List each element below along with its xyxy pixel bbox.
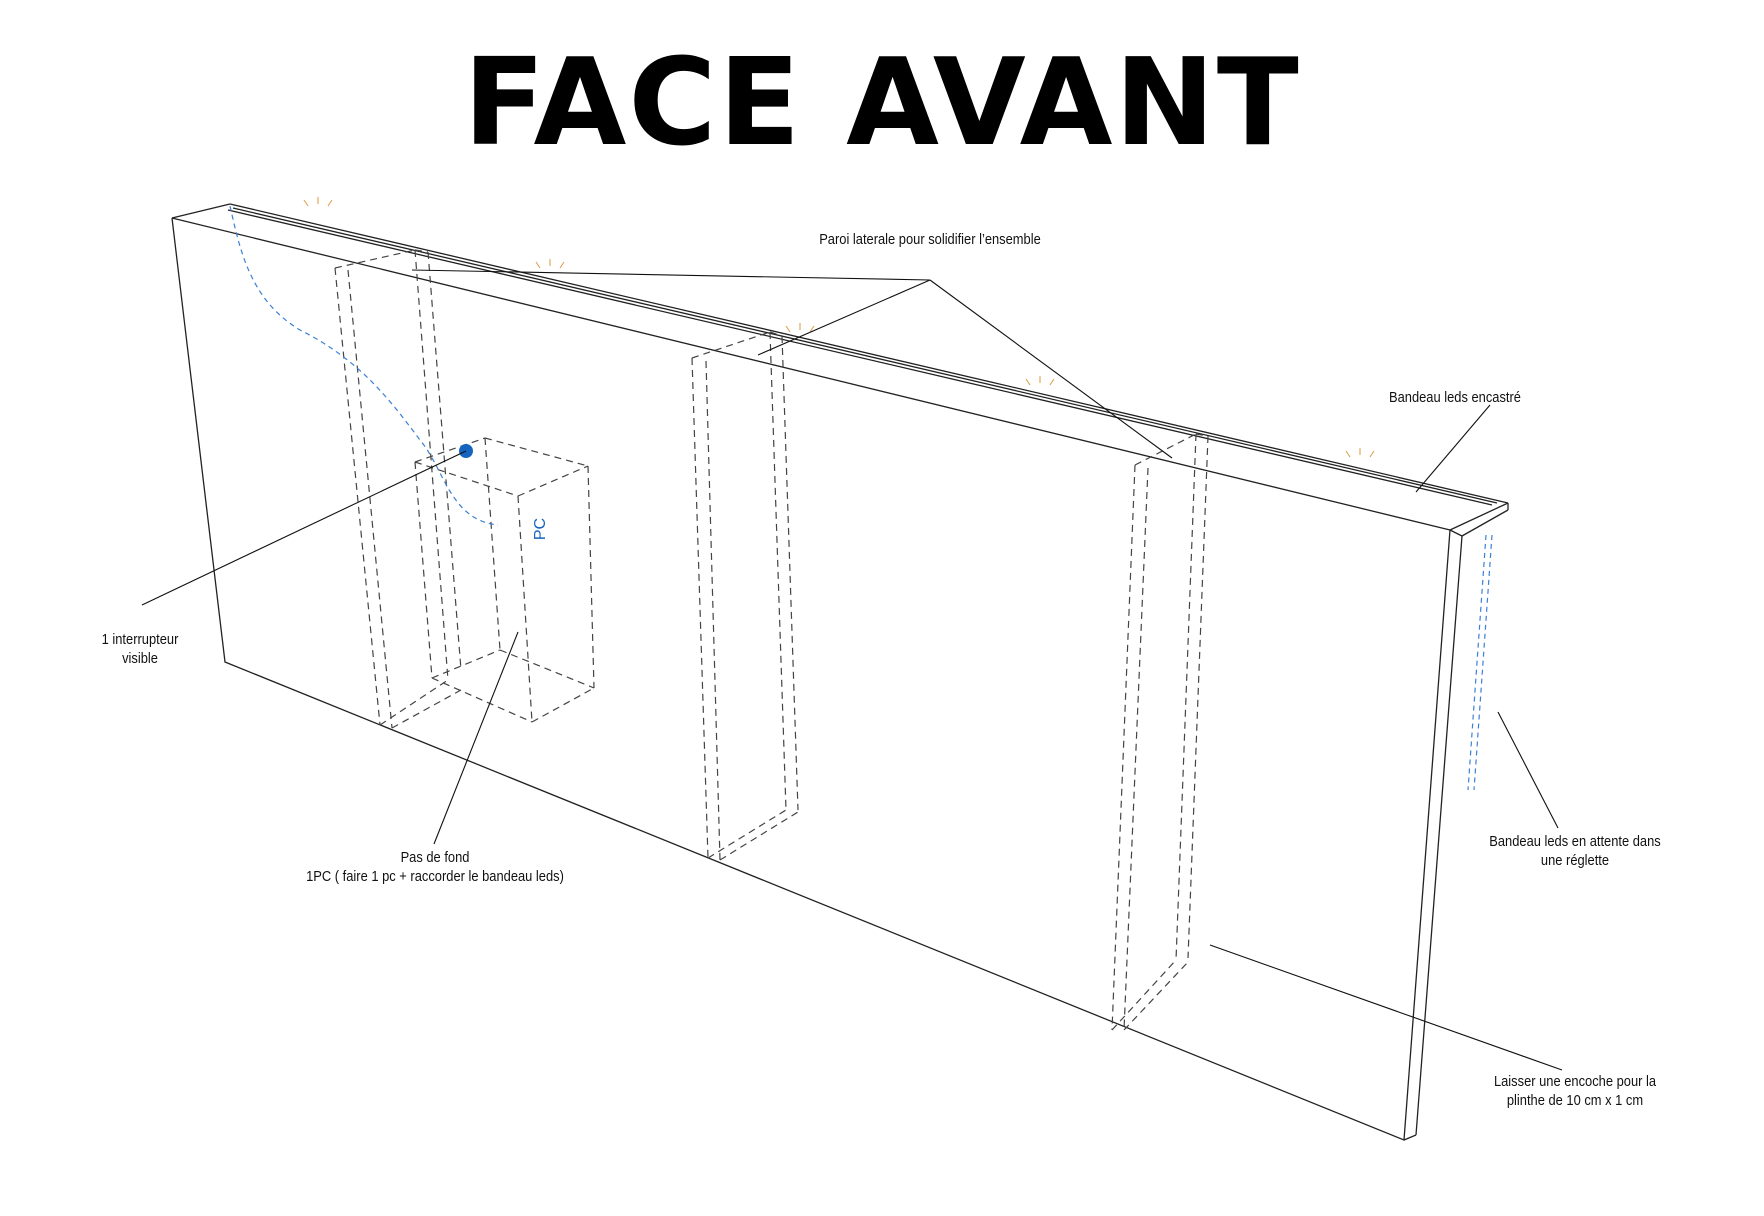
annotation-encoche: Laisser une encoche pour la plinthe de 1… [1459,1072,1691,1110]
wall-panel [171,203,1509,1141]
annotation-interrupteur-line1: 1 interrupteur [101,631,179,648]
annotation-encoche-line1: Laisser une encoche pour la [1493,1073,1657,1090]
annotation-pas-de-fond: Pas de fond 1PC ( faire 1 pc + raccorder… [242,848,629,886]
annotation-pas-de-fond-line1: Pas de fond [400,849,470,866]
led-wire [229,205,1493,791]
annotation-bandeau-attente-line2: une réglette [1540,852,1610,869]
annotation-interrupteur-line2: visible [122,650,158,667]
partition-right [1111,433,1209,1031]
annotation-encoche-line2: plinthe de 10 cm x 1 cm [1506,1092,1644,1109]
annotation-interrupteur: 1 interrupteur visible [54,630,226,668]
annotation-bandeau-attente-line1: Bandeau leds en attente dans [1489,833,1661,850]
annotation-pas-de-fond-line2: 1PC ( faire 1 pc + raccorder le bandeau … [306,868,564,885]
pc-box-hidden [414,437,595,723]
annotation-bandeau-encastre: Bandeau leds encastré [1389,389,1521,406]
annotation-paroi: Paroi laterale pour solidifier l’ensembl… [819,231,1041,248]
partition-left [334,249,462,729]
pc-label: PC [532,517,550,541]
leader-lines [141,269,1563,1071]
led-groove [227,207,1498,506]
led-glow-marks [303,197,1375,458]
partition-middle [691,331,799,861]
annotation-bandeau-attente: Bandeau leds en attente dans une réglett… [1459,832,1691,870]
page-title: FACE AVANT [463,34,1301,173]
